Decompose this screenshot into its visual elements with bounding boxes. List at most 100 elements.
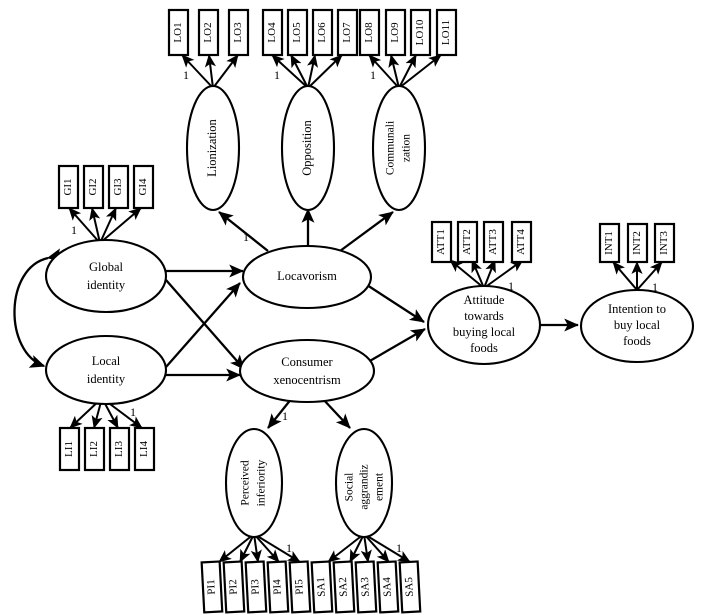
node-label-line2: aggrandiz xyxy=(359,464,371,509)
node-perceived-inferiority[interactable]: Perceived inferiority xyxy=(224,427,284,539)
indicator-LO1[interactable]: LO1 xyxy=(167,8,190,57)
indicator-label: ATT3 xyxy=(487,229,499,255)
fixed-loading-label-perceived-inferiority-PI5: 1 xyxy=(286,541,292,555)
indicator-PI2[interactable]: PI2 xyxy=(222,560,246,614)
fixed-loading-label-attitude-ATT4: 1 xyxy=(508,279,514,293)
indicator-ATT4[interactable]: ATT4 xyxy=(510,220,533,264)
indicator-label: LO8 xyxy=(363,22,375,43)
indicator-LO5[interactable]: LO5 xyxy=(286,8,309,57)
indicator-SA4[interactable]: SA4 xyxy=(376,560,400,614)
node-locavorism[interactable]: Locavorism xyxy=(241,244,373,310)
edge-attitude-to-ATT4 xyxy=(483,259,524,289)
indicator-LO3[interactable]: LO3 xyxy=(227,8,250,57)
edge-covariance-global-local xyxy=(13,248,63,368)
node-label-line3: ement xyxy=(374,472,386,501)
edge-attitude-to-ATT3 xyxy=(483,259,496,289)
node-intention[interactable]: Intention to buy local foods xyxy=(579,288,695,364)
indicator-LO8[interactable]: LO8 xyxy=(358,8,381,57)
edge-locavorism-to-attitude xyxy=(366,284,425,323)
edge-perceived-inferiority-to-PI3 xyxy=(250,533,262,563)
node-label: Locavorism xyxy=(277,269,337,283)
indicator-label: PI5 xyxy=(293,579,306,595)
node-communalization[interactable]: Communali zation xyxy=(371,84,427,212)
fixed-loading-label-locavorism-lionization: 1 xyxy=(243,230,249,244)
indicator-label: GI1 xyxy=(62,178,74,195)
indicator-label: LO11 xyxy=(440,20,452,45)
node-label-line2: xenocentrism xyxy=(273,373,341,387)
indicator-LO4[interactable]: LO4 xyxy=(261,8,284,57)
indicator-LO2[interactable]: LO2 xyxy=(197,8,220,57)
edge-social-aggrandizement-to-SA3 xyxy=(360,533,372,563)
node-opposition[interactable]: Opposition xyxy=(280,84,336,212)
edge-perceived-inferiority-to-PI5 xyxy=(253,533,301,563)
indicator-INT2[interactable]: INT2 xyxy=(626,222,649,264)
indicator-PI5[interactable]: PI5 xyxy=(288,560,312,614)
node-label-line1: Global xyxy=(89,260,124,274)
measurement-edges-layer xyxy=(68,54,663,563)
indicator-INT1[interactable]: INT1 xyxy=(598,222,621,264)
indicator-INT3[interactable]: INT3 xyxy=(653,222,676,264)
indicator-PI3[interactable]: PI3 xyxy=(244,560,268,614)
node-lionization[interactable]: Lionization xyxy=(185,84,241,212)
edge-consumer-xenocentrism-to-attitude xyxy=(367,328,426,363)
indicator-PI4[interactable]: PI4 xyxy=(266,560,290,614)
node-social-aggrandizement[interactable]: Social aggrandiz ement xyxy=(334,427,394,539)
edge-global-identity-to-GI1 xyxy=(68,207,101,244)
edge-social-aggrandizement-to-SA2 xyxy=(349,533,365,563)
indicator-label: LO6 xyxy=(316,22,328,43)
indicator-label: GI3 xyxy=(112,178,124,196)
indicator-LI2[interactable]: LI2 xyxy=(83,426,106,472)
indicator-GI4[interactable]: GI4 xyxy=(132,164,155,210)
indicator-label: GI4 xyxy=(137,178,149,196)
indicator-LO10[interactable]: LO10 xyxy=(409,8,432,57)
indicator-label: LO10 xyxy=(414,19,426,45)
indicator-label: LI3 xyxy=(113,441,125,457)
indicator-LO9[interactable]: LO9 xyxy=(384,8,407,57)
node-label-line1: Consumer xyxy=(281,355,333,369)
edge-social-aggrandizement-to-SA4 xyxy=(363,533,390,563)
indicator-SA2[interactable]: SA2 xyxy=(332,560,356,614)
node-label-line3: foods xyxy=(623,334,651,348)
indicator-GI2[interactable]: GI2 xyxy=(82,164,105,210)
node-attitude[interactable]: Attitude towards buying local foods xyxy=(426,284,542,366)
edge-social-aggrandizement-to-SA5 xyxy=(363,533,411,563)
indicator-label: INT2 xyxy=(631,231,643,255)
indicator-label: LO7 xyxy=(341,22,353,43)
indicator-label: SA5 xyxy=(403,576,416,597)
indicator-SA3[interactable]: SA3 xyxy=(354,560,378,614)
edge-opposition-to-LO7 xyxy=(307,54,343,89)
indicator-label: GI2 xyxy=(87,178,99,195)
indicator-GI3[interactable]: GI3 xyxy=(107,164,130,210)
indicator-label: INT1 xyxy=(603,231,615,255)
fixed-loading-labels-layer: 1 1 1 1 1 1 1 1 1 1 1 xyxy=(71,68,658,555)
indicator-SA5[interactable]: SA5 xyxy=(398,560,422,614)
indicator-LI3[interactable]: LI3 xyxy=(108,426,131,472)
indicator-LO11[interactable]: LO11 xyxy=(435,8,458,57)
node-consumer-xenocentrism[interactable]: Consumer xenocentrism xyxy=(238,338,376,404)
node-label-line1: Perceived xyxy=(240,460,252,506)
edge-communalization-to-LO9 xyxy=(388,54,400,89)
indicator-ATT3[interactable]: ATT3 xyxy=(482,220,505,264)
indicator-LO7[interactable]: LO7 xyxy=(336,8,359,57)
indicator-SA1[interactable]: SA1 xyxy=(310,560,334,614)
edge-lionization-to-LO1 xyxy=(181,54,214,89)
node-label: Opposition xyxy=(300,119,314,175)
edge-communalization-to-LO8 xyxy=(368,54,400,89)
indicator-LO6[interactable]: LO6 xyxy=(311,8,334,57)
edge-opposition-to-LO5 xyxy=(290,54,309,89)
node-local-identity[interactable]: Local identity xyxy=(44,334,168,406)
edge-consumer-xenocentrism-to-perceived-inferiority xyxy=(267,397,293,429)
indicator-label: LO4 xyxy=(266,22,278,43)
indicator-PI1[interactable]: PI1 xyxy=(200,560,224,614)
indicator-ATT1[interactable]: ATT1 xyxy=(430,220,453,264)
indicator-LI1[interactable]: LI1 xyxy=(58,426,81,472)
node-label-line4: foods xyxy=(470,341,498,355)
node-global-identity[interactable]: Global identity xyxy=(44,238,168,314)
node-label-line3: buying local xyxy=(453,325,516,339)
edge-perceived-inferiority-to-PI2 xyxy=(239,533,255,563)
fixed-loading-label-social-aggrandizement-SA5: 1 xyxy=(396,541,402,555)
edge-global-identity-to-GI4 xyxy=(99,207,142,244)
indicator-GI1[interactable]: GI1 xyxy=(57,164,80,210)
indicator-LI4[interactable]: LI4 xyxy=(133,426,156,472)
indicator-ATT2[interactable]: ATT2 xyxy=(456,220,479,264)
